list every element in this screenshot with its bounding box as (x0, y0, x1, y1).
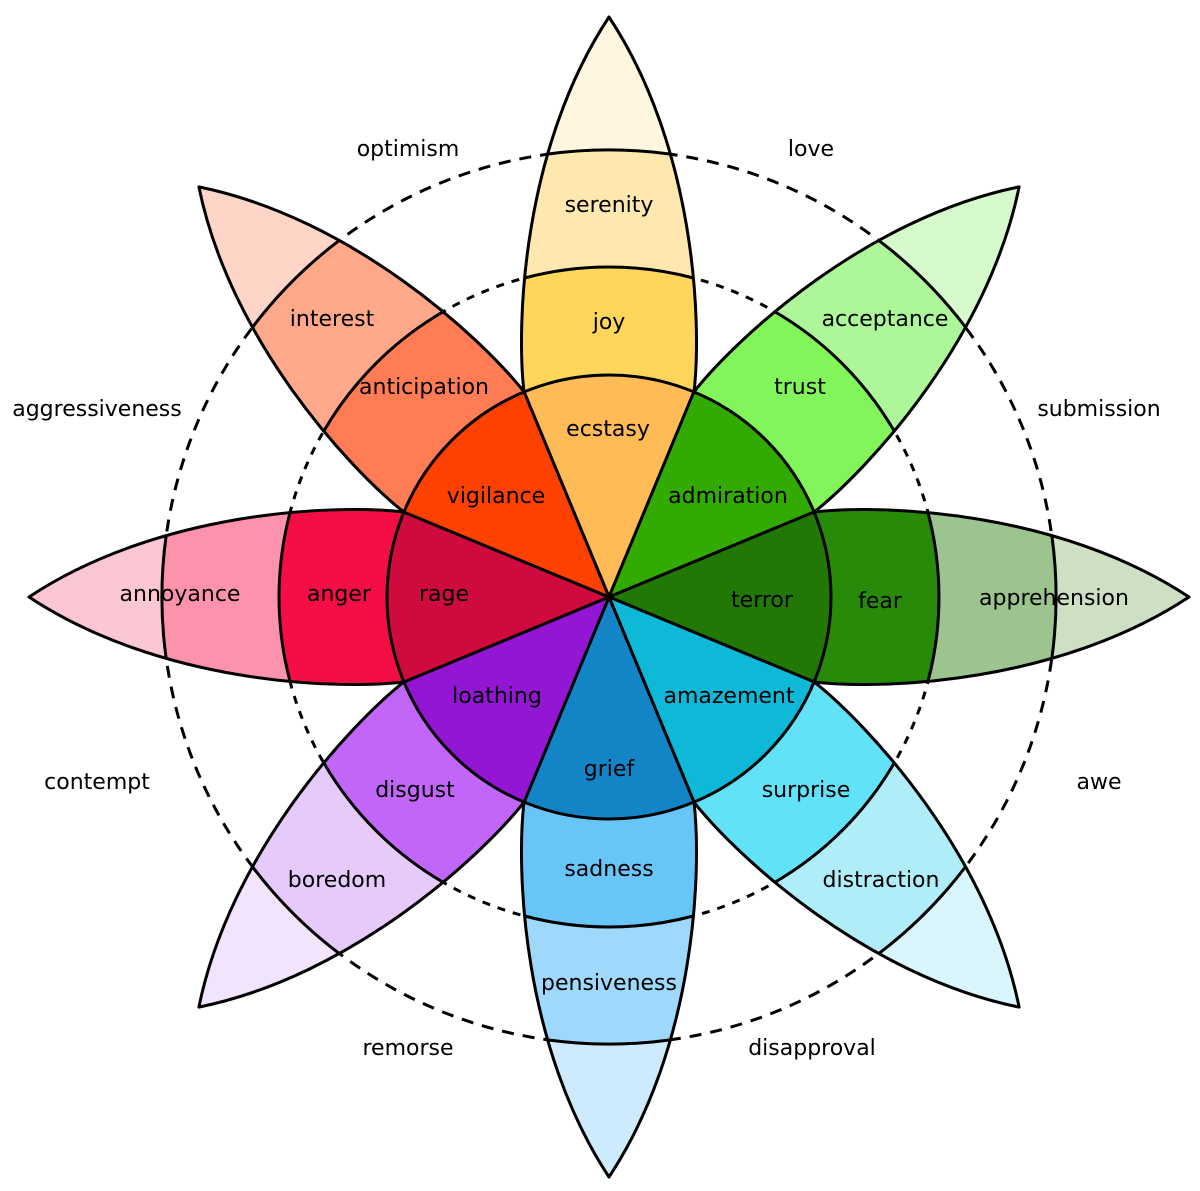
band-terror (609, 509, 831, 685)
label-loathing: loathing (452, 684, 542, 709)
petal-outline (607, 508, 1191, 686)
label-serenity: serenity (565, 193, 654, 218)
label-amazement: amazement (663, 684, 794, 709)
label-rage: rage (419, 582, 469, 607)
label-vigilance: vigilance (447, 484, 545, 509)
label-interest: interest (290, 307, 375, 332)
label-admiration: admiration (668, 484, 788, 509)
petal-surprise (607, 595, 1021, 1009)
band-boundary (1050, 535, 1058, 659)
label-ecstasy: ecstasy (566, 417, 650, 442)
label-grief: grief (584, 757, 636, 782)
petal-anticipation (197, 185, 611, 599)
band-grief (521, 597, 697, 819)
band-boundary (524, 265, 694, 280)
band-boundary (926, 512, 941, 682)
band-boundary (774, 762, 896, 884)
band-boundary (774, 310, 896, 432)
label-boredom: boredom (288, 868, 386, 893)
band-boundary (251, 239, 341, 329)
dyad-submission: submission (1037, 397, 1160, 422)
band-boundary (877, 239, 967, 329)
band-boundary (524, 914, 694, 929)
band-ecstasy (521, 375, 697, 597)
label-pensiveness: pensiveness (541, 971, 677, 996)
petal-outline (197, 185, 611, 599)
label-annoyance: annoyance (120, 582, 241, 607)
dyad-optimism: optimism (357, 137, 460, 162)
label-surprise: surprise (762, 778, 851, 803)
band-boundary (877, 865, 967, 955)
band-boundary (322, 310, 444, 432)
label-anticipation: anticipation (359, 375, 489, 400)
dyad-disapproval: disapproval (748, 1036, 876, 1061)
dyad-contempt: contempt (44, 770, 150, 795)
band-boundary (547, 1038, 671, 1046)
label-acceptance: acceptance (822, 307, 949, 332)
band-boundary (251, 865, 341, 955)
dyad-aggressiveness: aggressiveness (12, 397, 182, 422)
petal-anger (27, 508, 611, 686)
petal-fear (607, 508, 1191, 686)
band-boundary (277, 512, 292, 682)
petal-outline (520, 15, 698, 599)
petal-outline (607, 185, 1021, 599)
label-anger: anger (307, 582, 372, 607)
petal-outline (520, 595, 698, 1179)
label-disgust: disgust (375, 778, 455, 803)
petal-outline (27, 508, 611, 686)
petal-sadness (520, 595, 698, 1179)
petal-outline (607, 595, 1021, 1009)
dyad-love: love (788, 137, 834, 162)
label-joy: joy (592, 310, 626, 335)
dyad-awe: awe (1076, 770, 1121, 795)
label-distraction: distraction (823, 868, 940, 893)
band-boundary (322, 762, 444, 884)
label-trust: trust (774, 375, 826, 400)
petal-outline (197, 595, 611, 1009)
band-boundary (160, 535, 168, 659)
label-terror: terror (731, 588, 794, 613)
label-sadness: sadness (564, 857, 653, 882)
petal-joy (520, 15, 698, 599)
dyad-remorse: remorse (362, 1036, 453, 1061)
inner-circle (385, 373, 833, 821)
label-fear: fear (858, 589, 903, 614)
band-boundary (547, 148, 671, 156)
petal-trust (607, 185, 1021, 599)
petal-disgust (197, 595, 611, 1009)
label-apprehension: apprehension (979, 586, 1129, 611)
band-rage (387, 509, 609, 685)
